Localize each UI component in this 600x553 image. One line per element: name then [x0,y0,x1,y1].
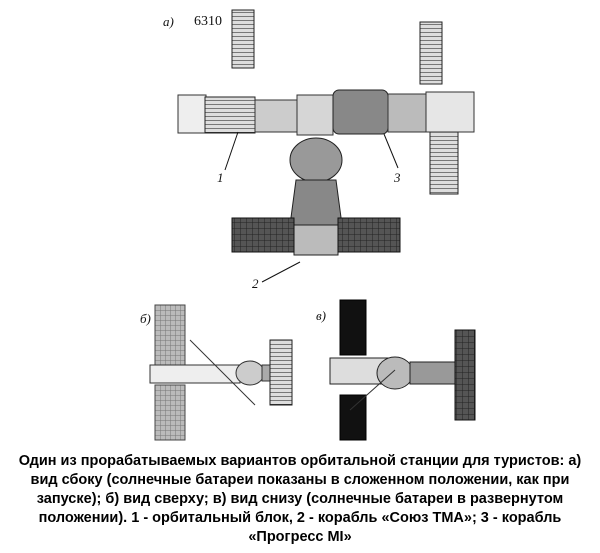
bottom-view-callout [349,369,396,411]
solar-array-lower-right [429,131,459,195]
panel-label-b: б) [140,311,151,326]
orbital-block-folded-array [204,96,256,134]
panel-label-a: а) [163,14,174,29]
panel-a-side-view: а) 6310 1 2 3 [163,9,475,291]
orbital-block-left-segment [177,94,207,134]
top-view-array-upper [154,304,186,366]
callout-1-line [224,131,239,171]
top-view-node [235,360,265,386]
soyuz-orbital-module [289,137,343,183]
callout-1: 1 [217,170,224,185]
top-view-right-array [269,339,293,406]
soyuz-descent-module [289,179,343,226]
progress-ship-section [387,93,427,133]
bottom-view-array-upper [339,299,367,356]
soyuz-service-module [293,224,339,256]
soyuz-solar-array-left [231,217,295,253]
orbital-block-body [254,99,298,133]
figure-id-number: 6310 [194,14,222,29]
callout-2: 2 [252,276,259,291]
bottom-view-right-array [454,329,476,421]
progress-ship-body [332,89,389,135]
solar-array-upper-right [419,21,443,85]
panel-label-c: в) [316,308,326,323]
callout-2-line [261,261,301,283]
panel-b-top-view: б) [140,304,293,441]
callout-3: 3 [393,170,401,185]
top-view-diagonal [189,339,256,406]
top-view-array-lower [154,384,186,441]
bottom-view-ship [409,361,456,385]
callout-3-line [383,133,399,169]
progress-ship-tail [425,91,475,133]
panel-c-bottom-view: в) [316,299,476,441]
station-diagram: а) 6310 1 2 3 б) [140,9,476,441]
bottom-view-array-lower [339,394,367,441]
top-view-body [149,364,241,384]
node-module [296,94,334,136]
soyuz-solar-array-right [337,217,401,253]
solar-array-upper-left [231,9,255,69]
bottom-view-node [376,356,414,390]
figure-caption: Один из прорабатываемых вариантов орбита… [18,453,582,545]
